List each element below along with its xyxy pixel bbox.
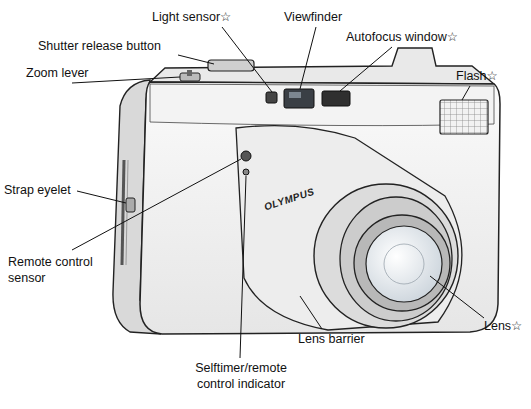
part-label: Flash☆ xyxy=(456,68,498,84)
part-label: Autofocus window☆ xyxy=(346,29,458,45)
part-label: Light sensor☆ xyxy=(152,9,231,25)
part-label: Remote control sensor xyxy=(8,254,116,286)
part-label: Selftimer/remote control indicator xyxy=(176,360,306,392)
part-label: Lens☆ xyxy=(484,318,522,334)
part-label: Shutter release button xyxy=(38,38,161,54)
part-label: Strap eyelet xyxy=(4,182,71,198)
part-label: Viewfinder xyxy=(284,9,342,25)
part-label: Zoom lever xyxy=(26,65,89,81)
leader-lines xyxy=(72,27,484,358)
part-label: Lens barrier xyxy=(298,331,365,347)
